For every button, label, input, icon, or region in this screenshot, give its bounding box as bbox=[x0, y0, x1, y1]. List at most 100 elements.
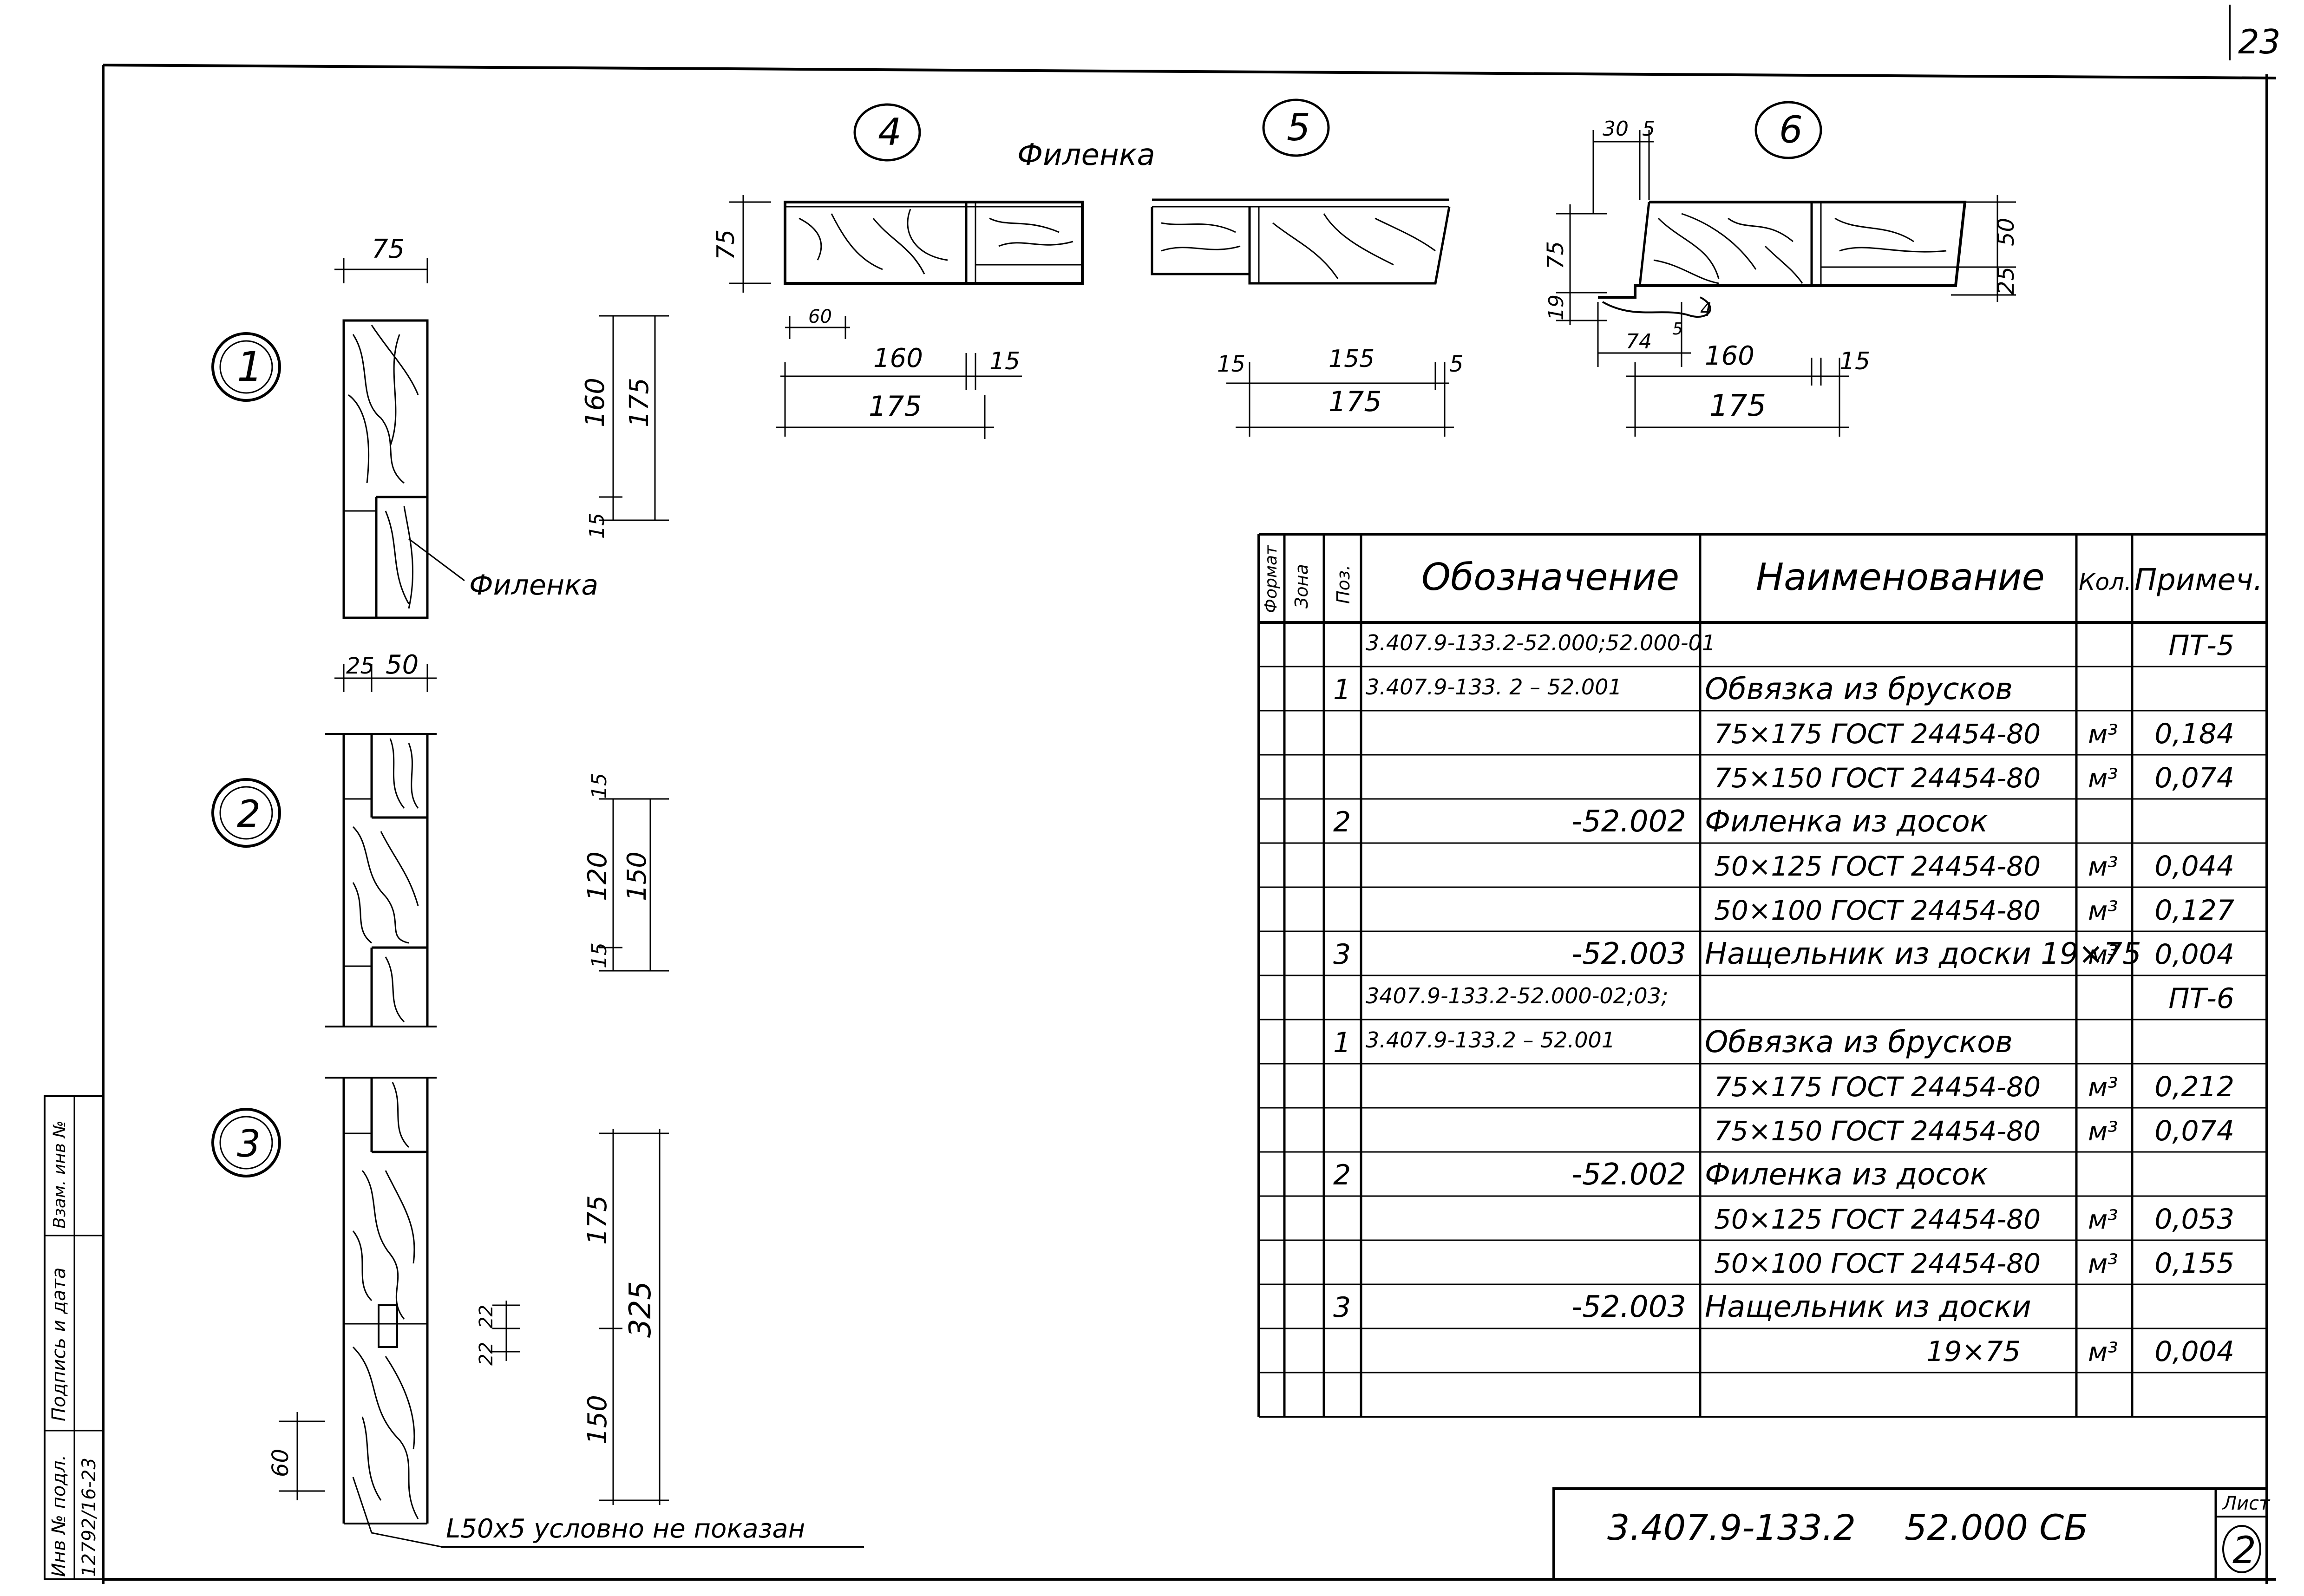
margin-sign-label: Подпись и дата bbox=[48, 1268, 70, 1421]
row-pos: 2 bbox=[1333, 1159, 1351, 1191]
page-corner-number: 23 bbox=[2238, 22, 2281, 61]
header-designation: Обозначение bbox=[1421, 556, 1679, 599]
row-note: ПТ-5 bbox=[2168, 629, 2234, 662]
section-5: 5 15 155 5 175 bbox=[1151, 98, 1464, 437]
row-designation: 3.407.9-133.2 – 52.001 bbox=[1366, 1027, 1615, 1053]
title-block: 3.407.9-133.2 52.000 СБ Лист 2 bbox=[1552, 1487, 2271, 1581]
section-6-circle bbox=[1754, 101, 1822, 159]
header-qty: Кол. bbox=[2079, 569, 2132, 595]
row-name: Нащельник из доски 19×75 bbox=[1705, 937, 2141, 971]
row-qty: м³ bbox=[2088, 852, 2118, 882]
section-6: 6 30 5 75 19 74 5 4 50 25 bbox=[1543, 101, 2019, 437]
row-designation: 3407.9-133.2-52.000-02;03; bbox=[1366, 983, 1668, 1008]
row-designation: 3.407.9-133. 2 – 52.001 bbox=[1366, 674, 1622, 700]
view-2-dim-e: 15 bbox=[588, 942, 611, 968]
row-name: 75×175 ГОСТ 24454-80 bbox=[1714, 718, 2041, 750]
section-6-dim-4: 4 bbox=[1700, 299, 1712, 321]
row-name: 50×125 ГОСТ 24454-80 bbox=[1714, 850, 2041, 882]
section-4-dim-total: 175 bbox=[869, 390, 922, 423]
row-note: 0,127 bbox=[2154, 894, 2234, 927]
section-6-dim-5: 5 bbox=[1642, 117, 1655, 141]
section-5-dim-c: 5 bbox=[1449, 351, 1464, 377]
section-6-dim-30: 30 bbox=[1603, 117, 1629, 141]
row-note: 0,004 bbox=[2154, 938, 2234, 971]
header-pos: Поз. bbox=[1333, 565, 1354, 604]
section-4-dim-b: 15 bbox=[989, 347, 1020, 375]
header-name: Наименование bbox=[1756, 556, 2045, 599]
section-6-dim-74: 74 bbox=[1626, 330, 1652, 353]
section-4-dim-h: 75 bbox=[712, 229, 740, 260]
row-name: Филенка из досок bbox=[1705, 1158, 1988, 1192]
title-list-label: Лист bbox=[2222, 1493, 2271, 1514]
view-2-number: 2 bbox=[237, 792, 261, 836]
row-name: 50×125 ГОСТ 24454-80 bbox=[1714, 1204, 2041, 1235]
view-2-dim-total: 150 bbox=[622, 851, 652, 901]
view-1-dim-a: 160 bbox=[580, 378, 610, 427]
section-6-number: 6 bbox=[1779, 108, 1803, 151]
section-4: 4 75 60 160 15 175 bbox=[712, 103, 1084, 439]
row-note: 0,044 bbox=[2154, 850, 2234, 883]
row-qty: м³ bbox=[2088, 720, 2118, 750]
row-name: Обвязка из брусков bbox=[1705, 1025, 2013, 1060]
view-3-note: L50x5 условно не показан bbox=[446, 1514, 805, 1544]
row-note: 0,004 bbox=[2154, 1335, 2234, 1368]
row-note: ПТ-6 bbox=[2168, 982, 2234, 1015]
row-designation: 3.407.9-133.2-52.000;52.000-01 bbox=[1366, 630, 1715, 655]
row-pos: 1 bbox=[1333, 1027, 1351, 1059]
section-6-dim-b: 15 bbox=[1839, 347, 1870, 375]
row-note: 0,212 bbox=[2154, 1071, 2234, 1103]
row-pos: 2 bbox=[1333, 806, 1351, 838]
row-name: Обвязка из брусков bbox=[1705, 672, 2013, 706]
view-3: 3 L50x5 условно не показан 22 22 60 175 bbox=[211, 1077, 864, 1548]
title-code: 3.407.9-133.2 bbox=[1607, 1507, 1856, 1548]
view-1-dim-width: 75 bbox=[372, 234, 405, 264]
view-1-dim-total: 175 bbox=[624, 378, 655, 427]
view-2: 2 25 50 15 120 15 150 bbox=[211, 650, 669, 1027]
row-name: Филенка из досок bbox=[1705, 805, 1988, 839]
view-3-number: 3 bbox=[237, 1122, 261, 1165]
row-qty: м³ bbox=[2088, 764, 2118, 794]
view-2-dim-c: 15 bbox=[588, 773, 611, 799]
view-1-circle bbox=[211, 332, 281, 402]
view-2-circle bbox=[211, 778, 281, 848]
section-5-number: 5 bbox=[1287, 106, 1310, 149]
section-5-dim-b: 155 bbox=[1329, 345, 1375, 373]
section-6-dim-a: 160 bbox=[1705, 341, 1754, 371]
view-2-dim-d: 120 bbox=[583, 851, 613, 901]
row-note: 0,074 bbox=[2154, 1115, 2234, 1147]
row-name: 75×150 ГОСТ 24454-80 bbox=[1714, 762, 2041, 794]
row-qty: м³ bbox=[2088, 1249, 2118, 1279]
row-qty: м³ bbox=[2088, 1117, 2118, 1147]
section-4-dim-60: 60 bbox=[808, 306, 832, 327]
row-designation: -52.002 bbox=[1571, 1158, 1686, 1192]
section-5-dim-a: 15 bbox=[1217, 351, 1245, 377]
header-format: Формат bbox=[1262, 545, 1281, 613]
view-3-dim-a: 175 bbox=[583, 1195, 613, 1245]
section-6-dim-75: 75 bbox=[1543, 241, 1569, 269]
margin-replace-label: Взам. инв № bbox=[50, 1120, 69, 1229]
row-note: 0,184 bbox=[2154, 718, 2234, 750]
row-pos: 1 bbox=[1333, 674, 1351, 706]
margin-inv-label: Инв № подл. bbox=[48, 1455, 70, 1577]
view-1-panel-label: Филенка bbox=[469, 569, 598, 602]
section-6-dim-5b: 5 bbox=[1672, 320, 1683, 339]
view-2-dim-a: 25 bbox=[346, 653, 374, 679]
row-designation: -52.003 bbox=[1571, 1290, 1686, 1324]
section-4-circle bbox=[853, 103, 921, 162]
section-6-dim-50: 50 bbox=[1993, 218, 2019, 246]
row-note: 0,074 bbox=[2154, 762, 2234, 794]
title-doc: 52.000 СБ bbox=[1905, 1507, 2088, 1548]
section-6-dim-25: 25 bbox=[1993, 267, 2019, 295]
view-1-dim-b: 15 bbox=[585, 513, 609, 539]
view-3-dim-e: 60 bbox=[268, 1449, 294, 1477]
row-note: 0,155 bbox=[2154, 1247, 2234, 1280]
section-4-number: 4 bbox=[878, 111, 902, 154]
view-3-dim-total: 325 bbox=[623, 1281, 658, 1338]
margin-inv-value: 12792/16-23 bbox=[79, 1458, 100, 1577]
view-3-dim-d: 22 bbox=[476, 1305, 497, 1328]
row-note: 0,053 bbox=[2154, 1203, 2234, 1236]
row-qty: м³ bbox=[2088, 896, 2118, 926]
row-name: 75×175 ГОСТ 24454-80 bbox=[1714, 1071, 2041, 1103]
header-note: Примеч. bbox=[2134, 563, 2263, 597]
row-name: Нащельник из доски bbox=[1705, 1290, 2031, 1324]
